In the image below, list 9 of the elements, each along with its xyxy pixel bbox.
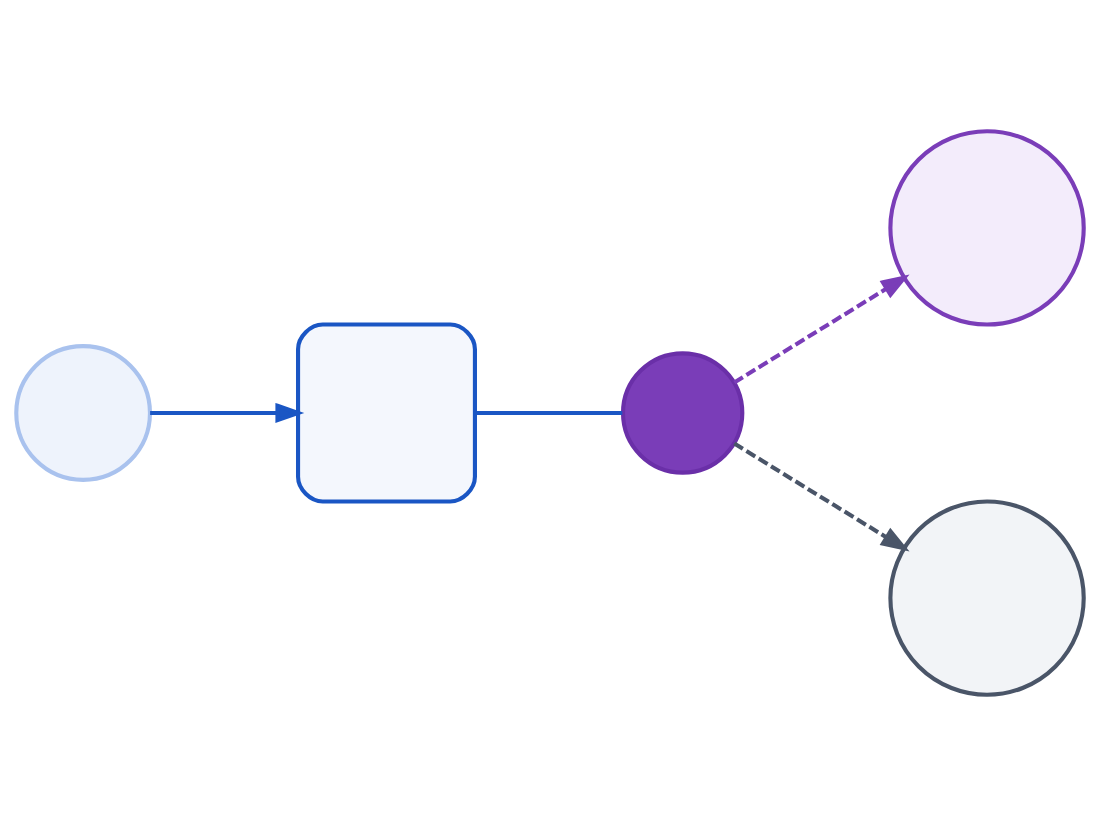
node-circle: [888, 128, 1086, 327]
arrow: [150, 402, 305, 423]
connector: [475, 410, 623, 415]
node-circle: [14, 343, 152, 482]
arrow: [733, 441, 910, 552]
arrow: [733, 273, 910, 384]
node-circle: [620, 350, 745, 475]
node-box: [296, 322, 477, 503]
node-circle: [888, 498, 1086, 697]
